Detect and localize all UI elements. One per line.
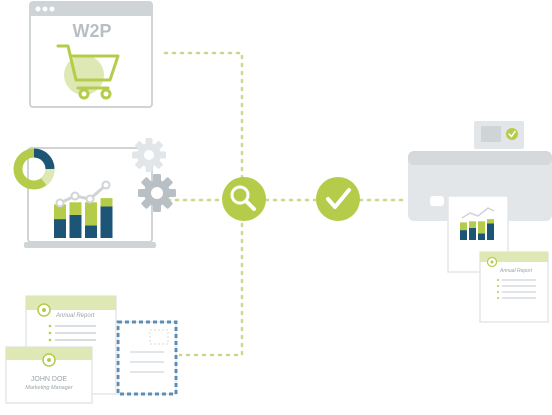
screen-bar-3-upper: [85, 202, 97, 226]
magnifier-icon: [222, 177, 266, 221]
report-title: Annual Report: [55, 313, 95, 319]
checkmark-icon: [316, 177, 360, 221]
screen-bar-4-lower: [100, 206, 113, 238]
printer-status-check-icon: [506, 128, 518, 140]
printer: Annual Report: [408, 121, 552, 323]
print-bar-2-upper: [469, 221, 476, 228]
print-bar-4-upper: [487, 219, 494, 224]
screen-bar-2-lower: [69, 214, 82, 238]
donut-chart-icon: [13, 148, 55, 190]
w2p-title: W2P: [72, 21, 111, 41]
print-bar-3-lower: [478, 233, 485, 240]
screen-bar-1-upper: [54, 204, 66, 220]
analytics-screen: [13, 138, 176, 248]
screen-bar-3-lower: [85, 225, 97, 238]
card-role: Marketing Manager: [25, 385, 74, 391]
gear-icon: [132, 138, 176, 212]
card-name: JOHN DOE: [31, 376, 68, 383]
print-bar-1-lower: [460, 230, 467, 240]
screen-bar-4-upper: [100, 198, 113, 207]
print-bar-2-lower: [469, 227, 476, 240]
screen-bar-1-lower: [54, 219, 66, 238]
screen-bar-2-upper: [69, 202, 82, 215]
print-bar-3-upper: [478, 221, 485, 234]
document-stack: Annual Report JOHN DOE Marketing Manager: [5, 295, 178, 404]
bar-chart-icon: [54, 180, 113, 238]
w2p-window: W2P: [29, 1, 153, 108]
print-bar-4-lower: [487, 223, 494, 240]
connector-lines: [163, 51, 407, 357]
business-card: JOHN DOE Marketing Manager: [5, 346, 93, 404]
trend-line: [59, 183, 107, 205]
print-bar-1-upper: [460, 222, 467, 231]
printed-report-title: Annual Report: [499, 268, 533, 274]
shopping-cart-icon: [56, 44, 120, 100]
printed-report-page: Annual Report: [479, 251, 549, 323]
envelope: [116, 320, 178, 396]
